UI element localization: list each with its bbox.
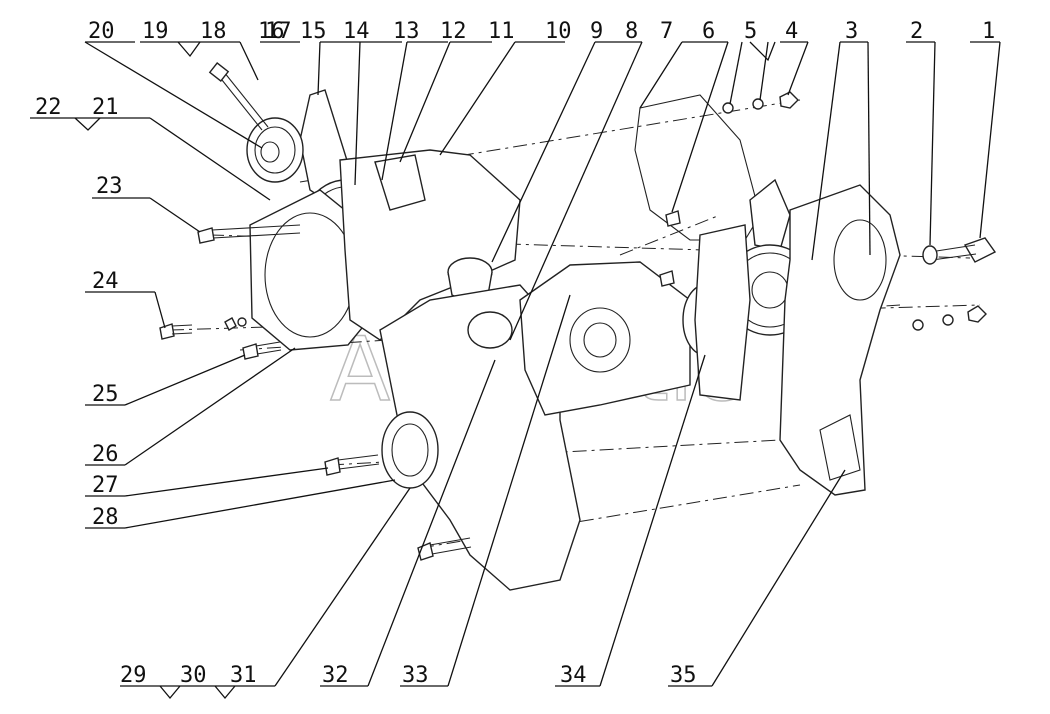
oil-pump-gasket (694, 224, 751, 401)
callout-1: 1 (982, 19, 995, 44)
callout-15: 15 (300, 19, 327, 44)
callout-35: 35 (670, 663, 697, 688)
rear-cover-plate (779, 184, 901, 496)
callout-30: 30 (180, 663, 207, 688)
callout-17: 17 (265, 19, 292, 44)
callout-16: 16 (258, 19, 285, 44)
callout-9: 9 (590, 19, 603, 44)
callout-23: 23 (96, 174, 123, 199)
pulley-bolt (217, 74, 263, 131)
callout-4: 4 (785, 19, 798, 44)
callout-6: 6 (702, 19, 715, 44)
callout-32: 32 (322, 663, 349, 688)
callout-10: 10 (545, 19, 572, 44)
callout-22: 22 (35, 95, 62, 120)
callout-11: 11 (488, 19, 515, 44)
callout-5: 5 (744, 19, 757, 44)
sealing-washer (922, 245, 938, 265)
callout-13: 13 (393, 19, 420, 44)
part-illustrations (159, 61, 997, 591)
callout-14: 14 (343, 19, 370, 44)
idler-plate (749, 178, 791, 251)
callout-8: 8 (625, 19, 638, 44)
callout-3: 3 (845, 19, 858, 44)
callout-34: 34 (560, 663, 587, 688)
callout-2: 2 (910, 19, 923, 44)
callout-20: 20 (88, 19, 115, 44)
callout-25: 25 (92, 382, 119, 407)
callout-labels: 1 2 3 4 5 6 7 8 9 10 11 12 13 14 15 16 1… (35, 19, 995, 688)
callout-28: 28 (92, 505, 119, 530)
callout-26: 26 (92, 442, 119, 467)
callout-12: 12 (440, 19, 467, 44)
callout-7: 7 (660, 19, 673, 44)
callout-31: 31 (230, 663, 257, 688)
callout-33: 33 (402, 663, 429, 688)
callout-21: 21 (92, 95, 119, 120)
leader-lines (30, 41, 1001, 700)
crankshaft-seal (381, 411, 439, 489)
callout-29: 29 (120, 663, 147, 688)
callout-27: 27 (92, 473, 119, 498)
callout-24: 24 (92, 269, 119, 294)
callout-18: 18 (200, 19, 227, 44)
oil-pump-body (519, 261, 691, 416)
callout-19: 19 (142, 19, 169, 44)
hex-bolt (963, 237, 997, 263)
rear-gasket (634, 94, 761, 241)
